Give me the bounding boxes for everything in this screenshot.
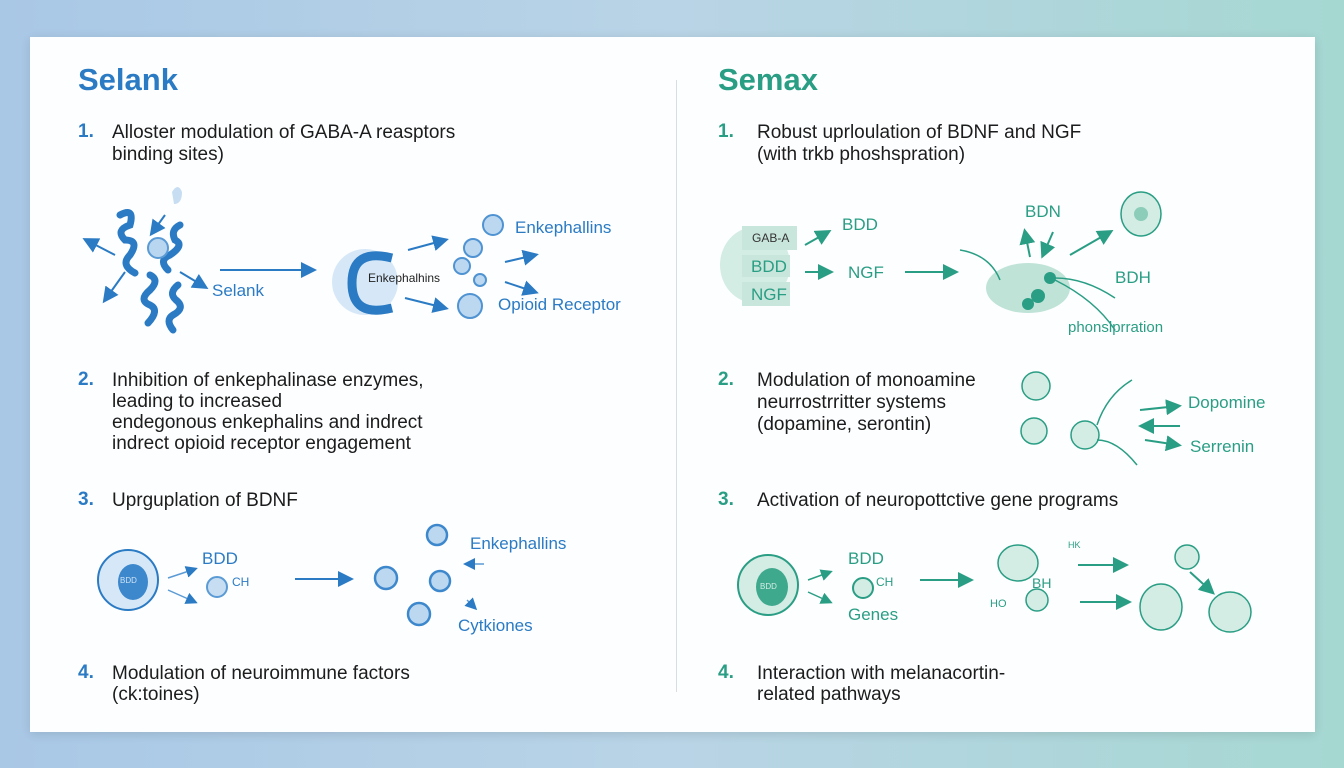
pocket-label: Enkephalhins bbox=[368, 271, 441, 285]
bdnf-cell-icon bbox=[97, 549, 159, 611]
infographic-card bbox=[30, 37, 1315, 732]
semax-item-2-line-2: neurrostrritter systems bbox=[757, 392, 946, 413]
selank-item-3-number: 3. bbox=[78, 489, 94, 510]
selank-item-3-line-1: Uprguplation of BDNF bbox=[112, 490, 298, 511]
semax-item-4-number: 4. bbox=[718, 662, 734, 683]
bdn-label: BDN bbox=[1025, 202, 1061, 221]
receptor-block-icon bbox=[720, 226, 797, 306]
ngf-label: NGF bbox=[848, 263, 884, 282]
bdnf-arrows bbox=[167, 558, 484, 611]
gaba-receptor-helices-icon bbox=[116, 209, 184, 334]
ho-label: HO bbox=[990, 598, 1007, 610]
selank-item-1-line-2: binding sites) bbox=[112, 144, 224, 165]
receptor-pocket-icon bbox=[332, 249, 398, 315]
selank-item-4-line-2: (ck:toines) bbox=[112, 684, 200, 705]
enkephalins-label-2: Enkephallins bbox=[470, 534, 567, 553]
semax-item-2-line-1: Modulation of monoamine bbox=[757, 370, 976, 391]
monoamine-neurons bbox=[1020, 371, 1138, 466]
selank-item-1-line-1: Alloster modulation of GABA-A reasptors bbox=[112, 122, 456, 143]
selank-item-2-number: 2. bbox=[78, 369, 94, 390]
gene-program-cells bbox=[997, 544, 1252, 633]
semax-item-4-line-2: related pathways bbox=[757, 684, 901, 705]
semax-item-3-line-1: Activation of neuropottctive gene progra… bbox=[757, 490, 1119, 511]
semax-item-1-line-1: Robust uprloulation of BDNF and NGF bbox=[757, 122, 1082, 143]
cell-label: BDD bbox=[120, 576, 137, 585]
semax-title: Semax bbox=[718, 62, 818, 97]
semax-item-1-number: 1. bbox=[718, 121, 734, 142]
gene-cell-icon bbox=[737, 554, 799, 616]
selank-title: Selank bbox=[78, 62, 178, 97]
bdd-box-label: BDD bbox=[751, 257, 787, 276]
helix-arrows bbox=[82, 214, 539, 313]
bdd-label: BDD bbox=[842, 215, 878, 234]
neuron-body-icon bbox=[959, 191, 1162, 331]
semax-item-2-line-3: (dopamine, serontin) bbox=[757, 414, 932, 435]
ch-label-2: CH bbox=[876, 575, 894, 589]
bh-label: BH bbox=[1032, 575, 1052, 591]
cytokines-label: Cytkiones bbox=[458, 616, 533, 635]
enkephalin-vesicles bbox=[453, 214, 504, 319]
phosphorylation-label: phonslprration bbox=[1068, 319, 1164, 336]
hk-label: HK bbox=[1068, 540, 1081, 550]
semax-arrows-3 bbox=[807, 557, 1215, 610]
gene-cell-label: BDD bbox=[760, 582, 777, 591]
semax-item-4-line-1: Interaction with melanacortin- bbox=[757, 663, 1006, 684]
semax-arrows-1 bbox=[804, 228, 1114, 280]
bdh-label: BDH bbox=[1115, 268, 1151, 287]
column-divider bbox=[676, 80, 677, 692]
semax-item-3-number: 3. bbox=[718, 489, 734, 510]
immune-cells bbox=[373, 523, 452, 627]
enkephalins-label: Enkephallins bbox=[515, 218, 612, 237]
genes-label: Genes bbox=[848, 605, 899, 624]
bdd-label: BDD bbox=[202, 549, 238, 568]
molecule-icon bbox=[206, 576, 228, 598]
selank-item-4-line-1: Modulation of neuroimmune factors bbox=[112, 663, 410, 684]
semax-item-2-number: 2. bbox=[718, 369, 734, 390]
bdd-label-2: BDD bbox=[848, 549, 884, 568]
selank-item-2-line-1: Inhibition of enkephalinase enzymes, bbox=[112, 370, 424, 391]
selank-item-2-line-3: endegonous enkephalins and indrect bbox=[112, 412, 423, 433]
selank-item-2-line-4: indrect opioid receptor engagement bbox=[112, 433, 411, 454]
modulator-icon bbox=[172, 187, 182, 204]
gaba-box-label: GAB-A bbox=[752, 231, 790, 245]
selank-label: Selank bbox=[212, 281, 264, 300]
selank-item-2-line-2: leading to increased bbox=[112, 391, 283, 412]
serotonin-label: Serrenin bbox=[1190, 437, 1255, 456]
semax-item-1-line-2: (with trkb phoshspration) bbox=[757, 144, 966, 165]
ligand-icon bbox=[147, 237, 169, 259]
molecule-icon bbox=[852, 577, 874, 599]
dopamine-label: Dopomine bbox=[1188, 393, 1266, 412]
ch-label: CH bbox=[232, 575, 250, 589]
selank-item-4-number: 4. bbox=[78, 662, 94, 683]
selank-item-1-number: 1. bbox=[78, 121, 94, 142]
semax-arrows-2 bbox=[1138, 399, 1182, 452]
opioid-receptor-label: Opioid Receptor bbox=[498, 295, 621, 314]
ngf-box-label: NGF bbox=[751, 285, 787, 304]
